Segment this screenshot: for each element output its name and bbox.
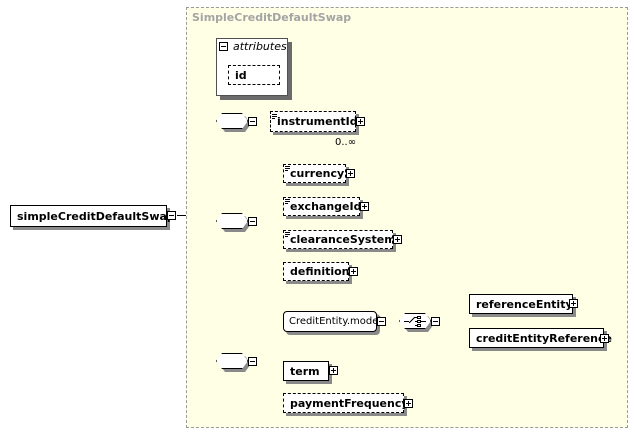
- sequence-1-icon[interactable]: [216, 113, 248, 129]
- sequence-3-icon[interactable]: [216, 353, 248, 369]
- instrument-id-expand-toggle[interactable]: [356, 117, 365, 126]
- exchange-id-expand-toggle[interactable]: [360, 202, 369, 211]
- definition-label: definition: [290, 265, 350, 278]
- currency-expand-toggle[interactable]: [346, 169, 355, 178]
- attribute-id[interactable]: id: [228, 65, 280, 85]
- group-ref-label: CreditEntity.model: [289, 316, 382, 327]
- sequence-1-toggle[interactable]: [248, 117, 257, 126]
- group-credit-entity-model[interactable]: CreditEntity.model: [283, 311, 381, 332]
- term-expand-toggle[interactable]: [329, 366, 338, 375]
- element-instrument-id[interactable]: instrumentId: [270, 111, 358, 132]
- credit-entity-reference-label: creditEntityReference: [476, 331, 612, 345]
- sequence-3-toggle[interactable]: [248, 357, 257, 366]
- credit-entity-reference-expand-toggle[interactable]: [600, 334, 609, 343]
- definition-expand-toggle[interactable]: [349, 267, 358, 276]
- choice-switch-icon: [404, 316, 426, 327]
- instrument-id-occurrence: 0..∞: [335, 137, 357, 148]
- reference-entity-label: referenceEntity: [476, 297, 573, 311]
- element-exchange-id[interactable]: exchangeId: [283, 197, 362, 216]
- element-payment-frequency[interactable]: paymentFrequency: [283, 393, 409, 413]
- attribute-id-label: id: [235, 68, 247, 82]
- root-collapse-toggle[interactable]: [167, 211, 176, 220]
- attributes-title: attributes: [233, 40, 287, 53]
- exchange-id-label: exchangeId: [290, 200, 362, 213]
- sequence-2-icon[interactable]: [216, 213, 248, 229]
- group-ref-toggle[interactable]: [377, 317, 386, 326]
- sequence-2-toggle[interactable]: [248, 217, 257, 226]
- clearance-system-expand-toggle[interactable]: [393, 235, 402, 244]
- payment-frequency-expand-toggle[interactable]: [404, 399, 413, 408]
- payment-frequency-label: paymentFrequency: [290, 396, 409, 410]
- instrument-id-label: instrumentId: [277, 115, 358, 128]
- choice-toggle[interactable]: [431, 317, 440, 326]
- root-element[interactable]: simpleCreditDefaultSwap: [10, 205, 175, 227]
- clearance-system-label: clearanceSystem: [290, 233, 396, 246]
- type-title: SimpleCreditDefaultSwap: [192, 11, 352, 24]
- element-definition[interactable]: definition: [283, 262, 350, 281]
- typed-mark-icon: [285, 166, 290, 171]
- element-credit-entity-reference[interactable]: creditEntityReference: [469, 328, 612, 348]
- typed-mark-icon: [272, 114, 277, 119]
- reference-entity-expand-toggle[interactable]: [569, 299, 578, 308]
- element-currency[interactable]: currency: [283, 164, 346, 183]
- element-term[interactable]: term: [283, 361, 329, 381]
- attributes-collapse-toggle[interactable]: [219, 42, 228, 51]
- element-reference-entity[interactable]: referenceEntity: [469, 294, 573, 314]
- currency-label: currency: [290, 167, 345, 180]
- root-element-label: simpleCreditDefaultSwap: [17, 209, 175, 223]
- element-clearance-system[interactable]: clearanceSystem: [283, 230, 396, 249]
- typed-mark-icon: [285, 232, 290, 237]
- typed-mark-icon: [285, 199, 290, 204]
- term-label: term: [290, 364, 320, 378]
